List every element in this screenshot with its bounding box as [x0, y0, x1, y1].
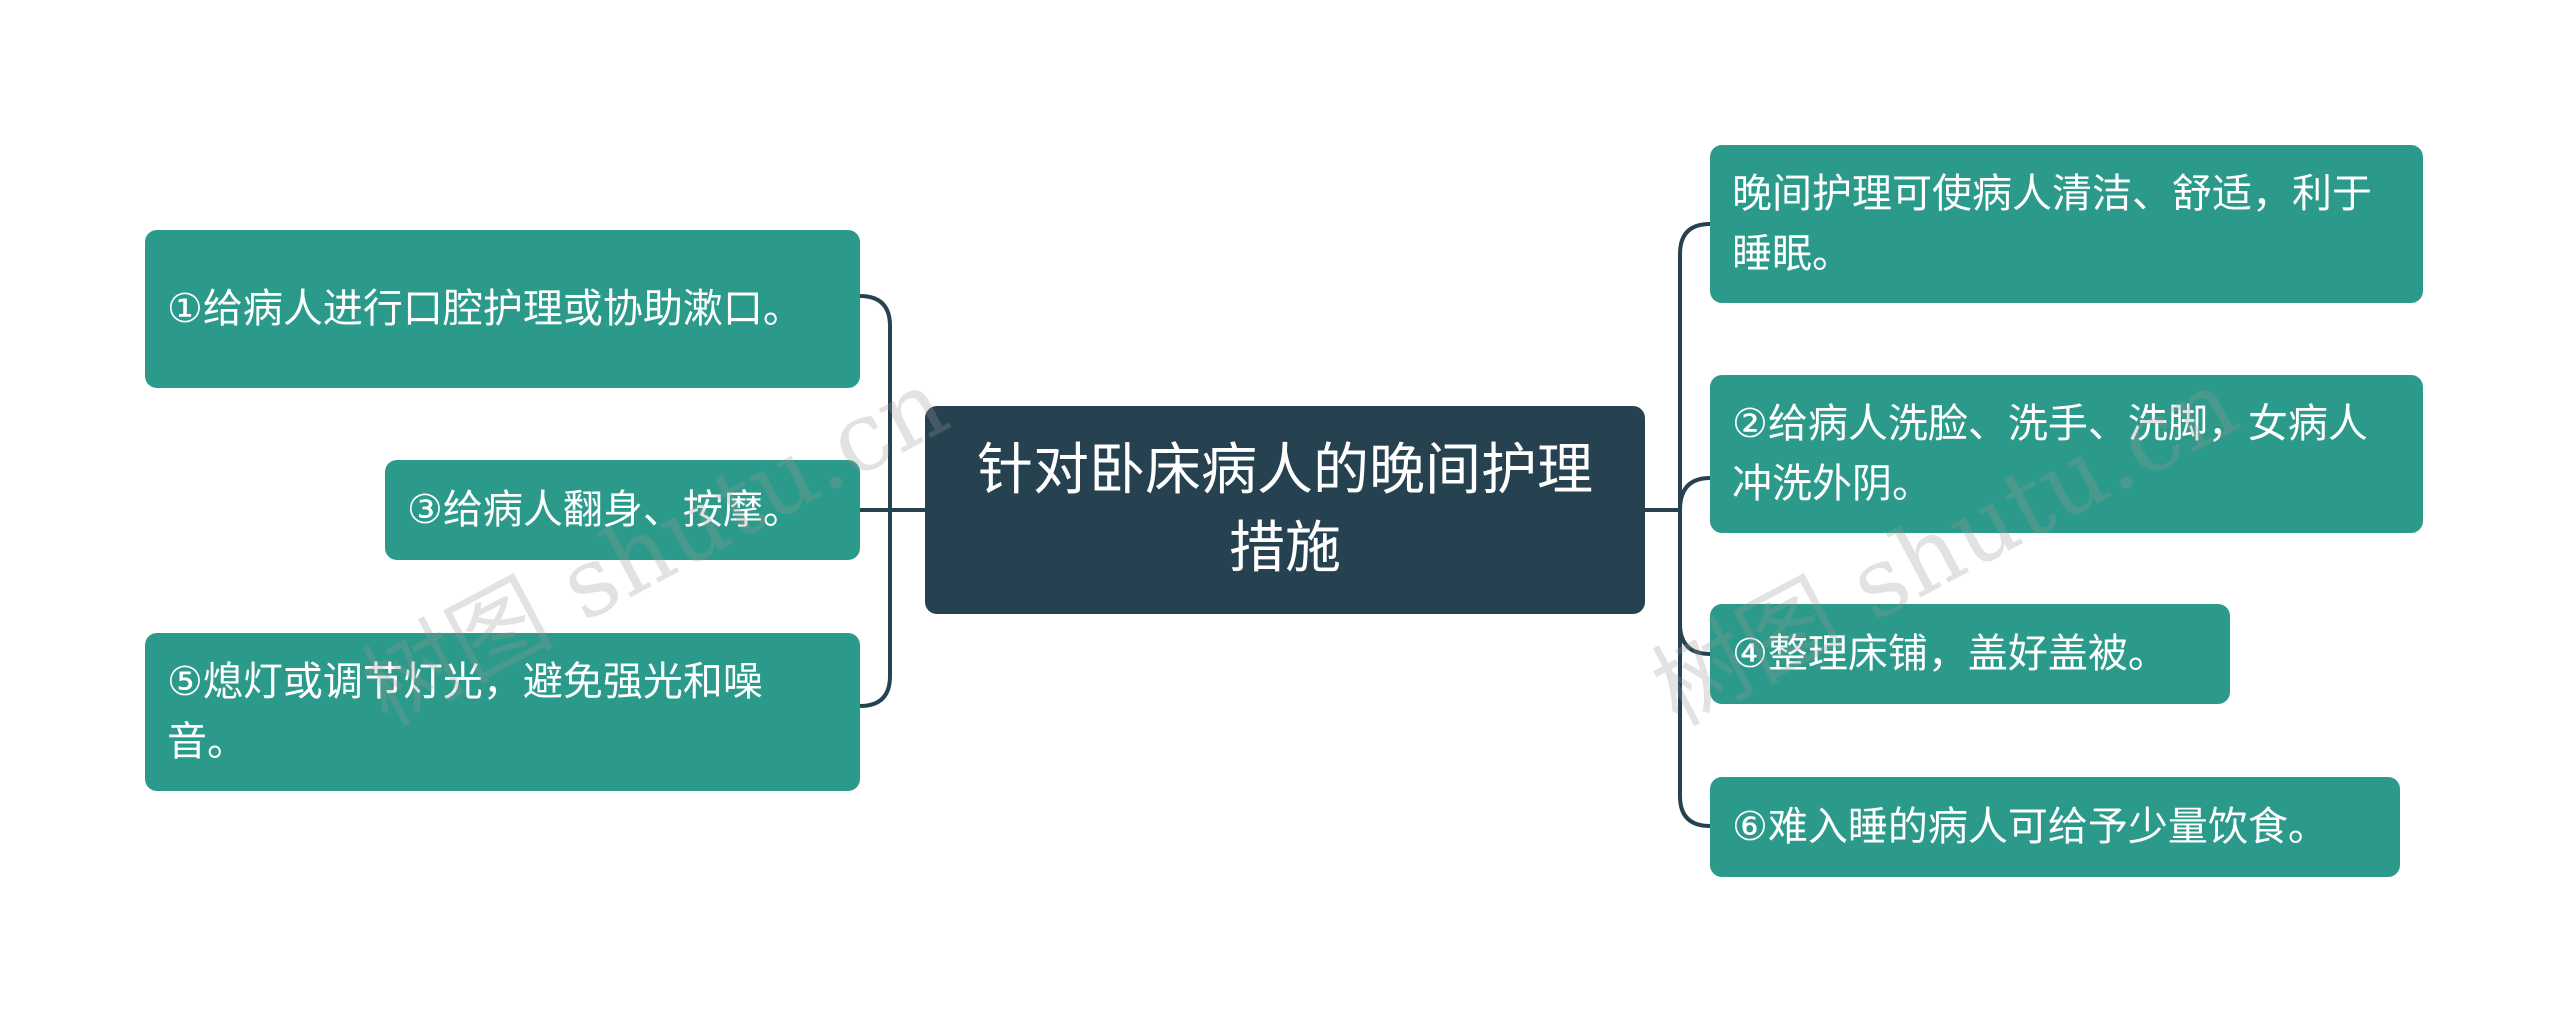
right-node-3[interactable]: ④整理床铺，盖好盖被。	[1710, 604, 2230, 704]
connector-right-1	[1678, 222, 1712, 512]
connector-left-3	[858, 508, 892, 708]
left-node-3[interactable]: ⑤熄灯或调节灯光，避免强光和噪音。	[145, 633, 860, 791]
left-node-2-label: ③给病人翻身、按摩。	[407, 487, 803, 533]
left-node-2[interactable]: ③给病人翻身、按摩。	[385, 460, 860, 560]
left-node-1[interactable]: ①给病人进行口腔护理或协助漱口。	[145, 230, 860, 388]
connector-right-4	[1678, 622, 1712, 828]
root-node-label: 针对卧床病人的晚间护理措施	[977, 438, 1593, 581]
right-node-1-label: 晚间护理可使病人清洁、舒适，利于睡眠。	[1732, 171, 2372, 277]
right-node-1[interactable]: 晚间护理可使病人清洁、舒适，利于睡眠。	[1710, 145, 2423, 303]
connector-left-1	[858, 294, 892, 512]
left-node-3-label: ⑤熄灯或调节灯光，避免强光和噪音。	[167, 659, 763, 765]
root-node[interactable]: 针对卧床病人的晚间护理措施	[925, 406, 1645, 614]
right-node-2[interactable]: ②给病人洗脸、洗手、洗脚，女病人冲洗外阴。	[1710, 375, 2423, 533]
right-node-3-label: ④整理床铺，盖好盖被。	[1732, 631, 2168, 677]
right-node-4[interactable]: ⑥难入睡的病人可给予少量饮食。	[1710, 777, 2400, 877]
right-node-4-label: ⑥难入睡的病人可给予少量饮食。	[1732, 804, 2328, 850]
left-node-1-label: ①给病人进行口腔护理或协助漱口。	[167, 286, 803, 332]
right-node-2-label: ②给病人洗脸、洗手、洗脚，女病人冲洗外阴。	[1732, 401, 2368, 507]
connector-right-2	[1678, 476, 1712, 512]
connector-right-3	[1678, 508, 1712, 656]
